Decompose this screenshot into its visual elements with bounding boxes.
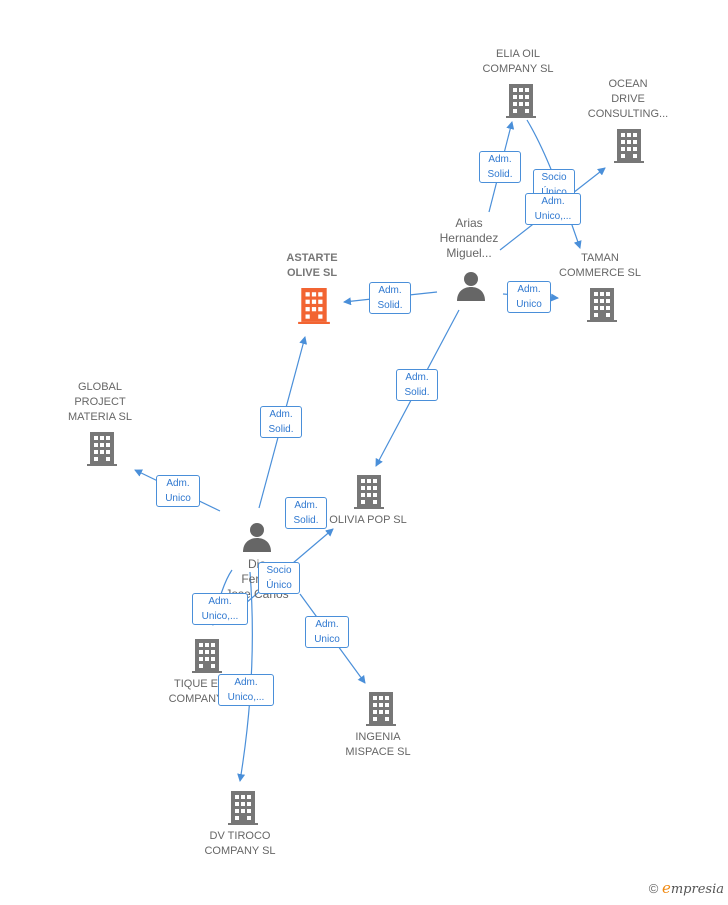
company-label-astarte-olive[interactable]: ASTARTE OLIVE SL <box>286 252 338 279</box>
building-icon <box>354 475 384 509</box>
brand-letter: e <box>661 879 671 897</box>
edge-label: Adm. Unico,... <box>192 593 248 625</box>
edge-label: Adm. Solid. <box>396 369 438 401</box>
company-label-taman[interactable]: TAMAN COMMERCE SL <box>559 252 641 279</box>
company-label-global-project[interactable]: GLOBAL PROJECT MATERIA SL <box>68 381 132 423</box>
building-icon-focus <box>298 288 330 324</box>
company-label-olivia-pop[interactable]: OLIVIA POP SL <box>329 514 407 526</box>
edge-label: Adm. Unico <box>305 616 349 648</box>
building-icon <box>228 791 258 825</box>
edge-label: Adm. Unico <box>507 281 551 313</box>
edge-label: Adm. Unico,... <box>525 193 581 225</box>
edge-label: Adm. Solid. <box>260 406 302 438</box>
edge-label: Socio Único <box>258 562 300 594</box>
edge-label: Adm. Unico <box>156 475 200 507</box>
brand-logo: © empresia <box>649 879 724 897</box>
person-icon <box>243 523 271 552</box>
company-label-tique-e[interactable]: TIQUE E COMPANY <box>168 678 224 705</box>
building-icon <box>87 432 117 466</box>
company-label-elia-oil[interactable]: ELIA OIL COMPANY SL <box>482 48 554 75</box>
company-label-ingenia[interactable]: INGENIA MISPACE SL <box>345 731 411 758</box>
company-label-dv-tiroco[interactable]: DV TIROCO COMPANY SL <box>204 830 276 857</box>
building-icon <box>587 288 617 322</box>
edge-label: Adm. Solid. <box>369 282 411 314</box>
edge-label: Adm. Solid. <box>479 151 521 183</box>
brand-name: mpresia <box>670 882 724 897</box>
building-icon <box>506 84 536 118</box>
person-label-arias[interactable]: Arias Hernandez Miguel... <box>439 216 499 260</box>
edge-label: Adm. Unico,... <box>218 674 274 706</box>
building-icon <box>614 129 644 163</box>
edge-label: Adm. Solid. <box>285 497 327 529</box>
building-icon <box>192 639 222 673</box>
company-label-ocean-drive[interactable]: OCEAN DRIVE CONSULTING... <box>587 78 669 120</box>
person-icon <box>457 272 485 301</box>
copyright-icon: © <box>648 881 659 896</box>
building-icon <box>366 692 396 726</box>
